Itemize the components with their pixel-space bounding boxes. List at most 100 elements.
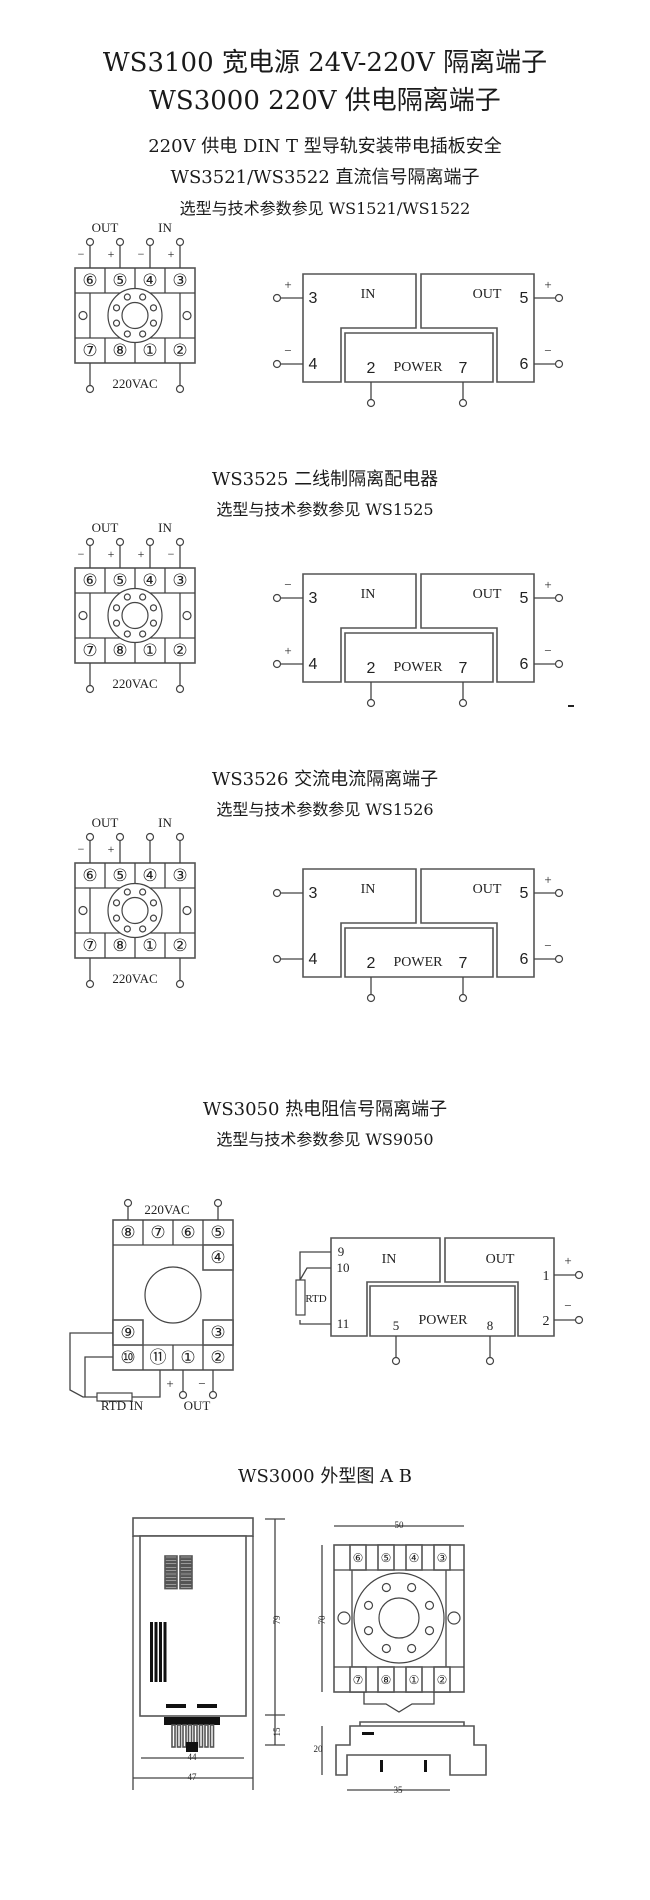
- output-terminal-icon: [554, 954, 564, 964]
- pin-number-side: ④: [210, 1248, 225, 1267]
- vent-slot: [179, 1558, 193, 1563]
- pin-hole-icon: [139, 630, 147, 638]
- in-block: [302, 573, 417, 683]
- pin-number-side: ⑨: [120, 1323, 135, 1342]
- polarity-mark: +: [284, 277, 291, 292]
- top-terminal-icon: [115, 832, 125, 842]
- vent-slot: [179, 1568, 193, 1573]
- vent-slot: [179, 1561, 193, 1566]
- pin-number-top: ③: [172, 866, 187, 885]
- power-block: [344, 927, 494, 978]
- marker-bar: [380, 1760, 383, 1772]
- top-terminal-icon: [85, 237, 95, 247]
- output-pin-number: 5: [520, 290, 529, 307]
- pin-number-bottom: ⑧: [112, 341, 127, 360]
- pin-hole-icon: [363, 1600, 374, 1610]
- in-label: IN: [382, 1252, 397, 1267]
- out-label: OUT: [473, 882, 502, 897]
- pin-hole-icon: [139, 293, 147, 301]
- power-pin-number: 5: [393, 1318, 400, 1333]
- pin-hole-icon: [381, 1643, 391, 1654]
- polarity-mark: −: [284, 577, 291, 592]
- pin-number-top: ③: [172, 271, 187, 290]
- rtd-resistor-icon: [96, 1392, 133, 1402]
- polarity-mark: +: [166, 1376, 173, 1391]
- input-terminal-icon: [272, 293, 282, 303]
- plug-pin: [182, 1724, 187, 1748]
- in-label: IN: [361, 287, 376, 302]
- bottom-terminal-icon: [175, 384, 185, 394]
- in-block: [330, 1237, 441, 1337]
- clip-outline: [363, 1692, 435, 1713]
- mount-hole-icon: [182, 905, 192, 916]
- output-pin-number: 5: [520, 885, 529, 902]
- in-group-label: IN: [158, 220, 172, 235]
- main-title-line1: WS3100 宽电源 24V-220V 隔离端子: [102, 48, 548, 78]
- in-block: [302, 273, 417, 383]
- output-terminal-icon: [208, 1390, 218, 1400]
- pin-number-top: ⑤: [381, 1551, 392, 1565]
- output-pin-number: 2: [543, 1314, 550, 1329]
- subtitle: 220V 供电 DIN T 型导轨安装带电插板安全: [148, 136, 502, 157]
- output-terminal-icon: [178, 1390, 188, 1400]
- input-terminal-icon: [272, 888, 282, 898]
- section-note: 选型与技术参数参见 WS1526: [216, 800, 434, 819]
- vent-slot: [179, 1579, 193, 1583]
- power-pin-number: 7: [459, 955, 468, 972]
- dim-base-width-label: 35: [394, 1785, 404, 1795]
- output-pin-number: 1: [543, 1269, 550, 1284]
- pin-hole-icon: [123, 593, 131, 601]
- pin-hole-icon: [123, 925, 131, 933]
- bottom-terminal-icon: [85, 979, 95, 989]
- power-block: [369, 1285, 516, 1337]
- pin-number-top: ⑧: [120, 1223, 135, 1242]
- vent-slot: [179, 1582, 193, 1586]
- section-title: WS3525 二线制隔离配电器: [211, 469, 439, 490]
- output-pin-number: 5: [520, 590, 529, 607]
- power-pin-number: 7: [459, 360, 468, 377]
- dim-width-label: 50: [395, 1520, 405, 1530]
- pin-number-bottom: ⑩: [120, 1348, 135, 1367]
- input-pin-number: 9: [338, 1244, 345, 1259]
- input-pin-number: 3: [309, 290, 318, 307]
- pin-number-top: ⑥: [82, 271, 97, 290]
- terminal-clamp: [433, 1666, 451, 1693]
- power-terminal-icon: [458, 698, 468, 708]
- plug-pin: [171, 1724, 176, 1748]
- section-note: 选型与技术参数参见 WS1525: [216, 500, 434, 519]
- top-terminal-icon: [213, 1198, 223, 1208]
- stray-mark: [568, 705, 574, 707]
- out-label: OUT: [473, 287, 502, 302]
- rtd-wire: [84, 1356, 113, 1397]
- dim-height-label: 79: [272, 1615, 282, 1625]
- pin-number-bottom: ⑦: [82, 641, 97, 660]
- top-terminal-icon: [85, 832, 95, 842]
- input-pin-number: 4: [309, 656, 318, 673]
- pin-number-bottom: ⑧: [381, 1673, 392, 1687]
- led-bar: [159, 1622, 162, 1682]
- polarity-mark: −: [78, 547, 85, 561]
- mount-hole-icon: [182, 610, 192, 621]
- pin-hole-icon: [424, 1600, 435, 1610]
- pin-hole-icon: [139, 593, 147, 601]
- in-label: IN: [361, 587, 376, 602]
- output-pin-number: 6: [520, 656, 529, 673]
- mount-hole-icon: [337, 1611, 351, 1625]
- main-title-line2: WS3000 220V 供电隔离端子: [149, 86, 501, 116]
- pin-hole-icon: [149, 319, 158, 327]
- input-pin-number: 10: [337, 1260, 350, 1275]
- section-title: WS3521/WS3522 直流信号隔离端子: [170, 167, 480, 188]
- side-terminal: [202, 1319, 234, 1346]
- polarity-mark: +: [284, 643, 291, 658]
- polarity-mark: +: [544, 277, 551, 292]
- power-terminal-icon: [366, 398, 376, 408]
- pin-hole-icon: [139, 888, 147, 896]
- vent-slot: [164, 1579, 178, 1583]
- power-label: POWER: [394, 360, 444, 375]
